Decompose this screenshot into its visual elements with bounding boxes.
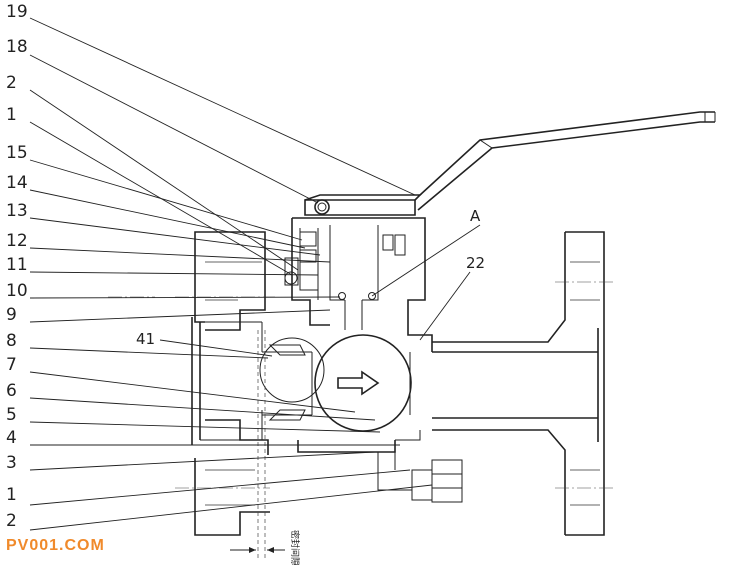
- label-13: 13: [6, 201, 28, 221]
- label-1-bottom: 1: [6, 485, 17, 505]
- label-8: 8: [6, 331, 17, 351]
- label-10: 10: [6, 281, 28, 301]
- valve-bore: [191, 317, 605, 448]
- label-18: 18: [6, 37, 28, 57]
- leader-lines: [29, 17, 481, 531]
- label-15: 15: [6, 143, 28, 163]
- label-7: 7: [6, 355, 17, 375]
- label-A: A: [470, 207, 481, 225]
- label-41: 41: [136, 330, 155, 348]
- label-column: 19 18 2 1 15 14 13 12 11 10 9 8 7 6 5 4 …: [6, 2, 28, 531]
- label-2-bottom: 2: [6, 511, 17, 531]
- lever-handle: [304, 111, 716, 216]
- label-3: 3: [6, 453, 17, 473]
- label-4: 4: [6, 428, 17, 448]
- label-1-top: 1: [6, 105, 17, 125]
- left-flange: [108, 231, 275, 536]
- label-14: 14: [6, 173, 28, 193]
- label-19: 19: [6, 2, 28, 22]
- right-flange: [432, 231, 615, 536]
- watermark: PV001.COM: [6, 537, 105, 554]
- label-12: 12: [6, 231, 28, 251]
- dimension-note: 密封间隙: [289, 530, 301, 565]
- label-2-top: 2: [6, 73, 17, 93]
- ball-assembly: [259, 334, 412, 432]
- label-9: 9: [6, 305, 17, 325]
- label-6: 6: [6, 381, 17, 401]
- label-5: 5: [6, 405, 17, 425]
- bottom-bolt: [411, 459, 463, 503]
- valve-body: [284, 217, 433, 491]
- label-11: 11: [6, 255, 28, 275]
- label-22: 22: [466, 254, 485, 272]
